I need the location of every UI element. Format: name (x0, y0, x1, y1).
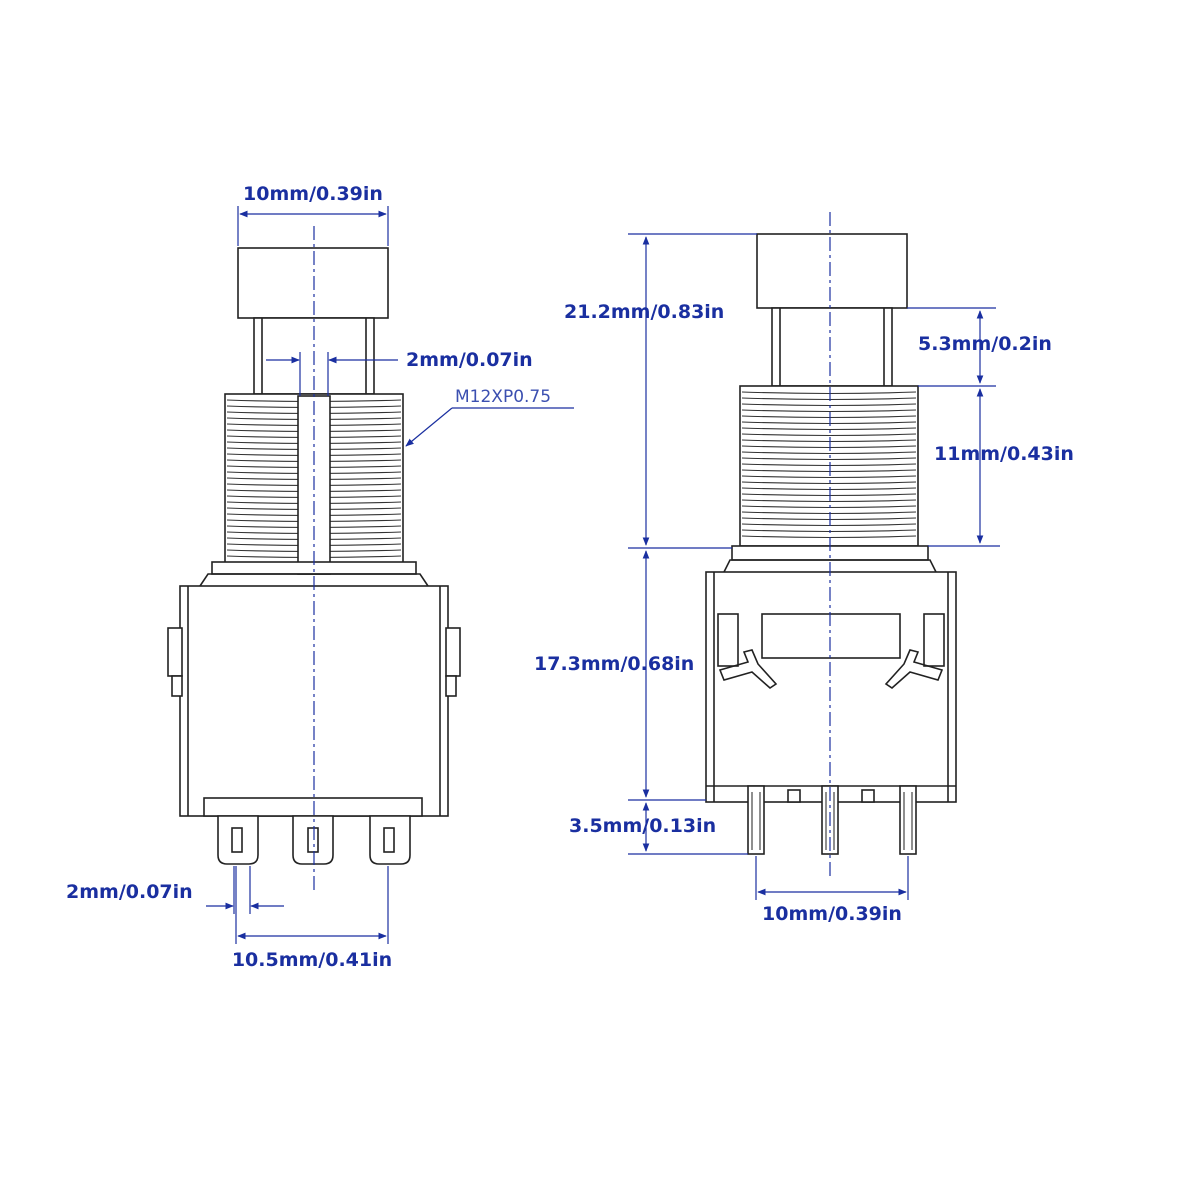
thread-line (741, 475, 917, 479)
plunger-shaft (771, 307, 893, 387)
pin-span-label: 10.5mm/0.41in (232, 949, 392, 971)
spring-clip-left (718, 649, 778, 690)
thread-line (741, 529, 917, 533)
thread-line (741, 427, 917, 431)
thread-line (741, 505, 917, 509)
thread-line (741, 397, 917, 401)
side-view: 21.2mm/0.83in 5.3mm/0.2in 11mm/0.43in 17… (534, 212, 1074, 925)
terminal-right (369, 815, 411, 865)
thread-line (741, 415, 917, 419)
cap-width-label: 10mm/0.39in (243, 183, 383, 205)
thread-height-label: 11mm/0.43in (934, 443, 1074, 465)
front-view: 10mm/0.39in 2mm/0.07in M12XP0.75 2mm/0.0… (66, 183, 574, 971)
thread-line (741, 439, 917, 443)
thread-line (741, 499, 917, 503)
thread-callout-label: M12XP0.75 (455, 387, 551, 407)
pin-length-label: 3.5mm/0.13in (569, 815, 716, 837)
pin-width-label: 2mm/0.07in (66, 881, 193, 903)
slot-width-label: 2mm/0.07in (406, 349, 533, 371)
thread-line (741, 445, 917, 449)
thread-line (741, 511, 917, 515)
body-height-label: 17.3mm/0.68in (534, 653, 694, 675)
thread-line (741, 487, 917, 491)
side-clip-left (167, 627, 183, 677)
terminal-pin-right (899, 785, 917, 855)
thread-line (741, 523, 917, 527)
thread-line (741, 451, 917, 455)
terminal-pin-left (747, 785, 765, 855)
thread-line (741, 469, 917, 473)
thread-line (741, 481, 917, 485)
body-window (761, 613, 901, 659)
total-height-label: 21.2mm/0.83in (564, 301, 724, 323)
pin-pitch-label: 10mm/0.39in (762, 903, 902, 925)
thread-line (741, 403, 917, 407)
terminal-base (203, 797, 423, 817)
spring-clip-right (884, 649, 944, 690)
thread-lines (741, 391, 917, 539)
side-clip-right (445, 627, 461, 677)
thread-line (741, 391, 917, 395)
terminal-left (217, 815, 259, 865)
thread-line (741, 409, 917, 413)
actuator-cap (237, 247, 389, 319)
thread-line (741, 463, 917, 467)
thread-line (741, 421, 917, 425)
switch-body (705, 571, 957, 803)
plunger-height-label: 5.3mm/0.2in (918, 333, 1052, 355)
thread-line (741, 493, 917, 497)
terminal-middle (292, 815, 334, 865)
thread-line (741, 517, 917, 521)
thread-line (741, 457, 917, 461)
thread-line (741, 535, 917, 539)
actuator-cap (756, 233, 908, 309)
thread-line (741, 433, 917, 437)
